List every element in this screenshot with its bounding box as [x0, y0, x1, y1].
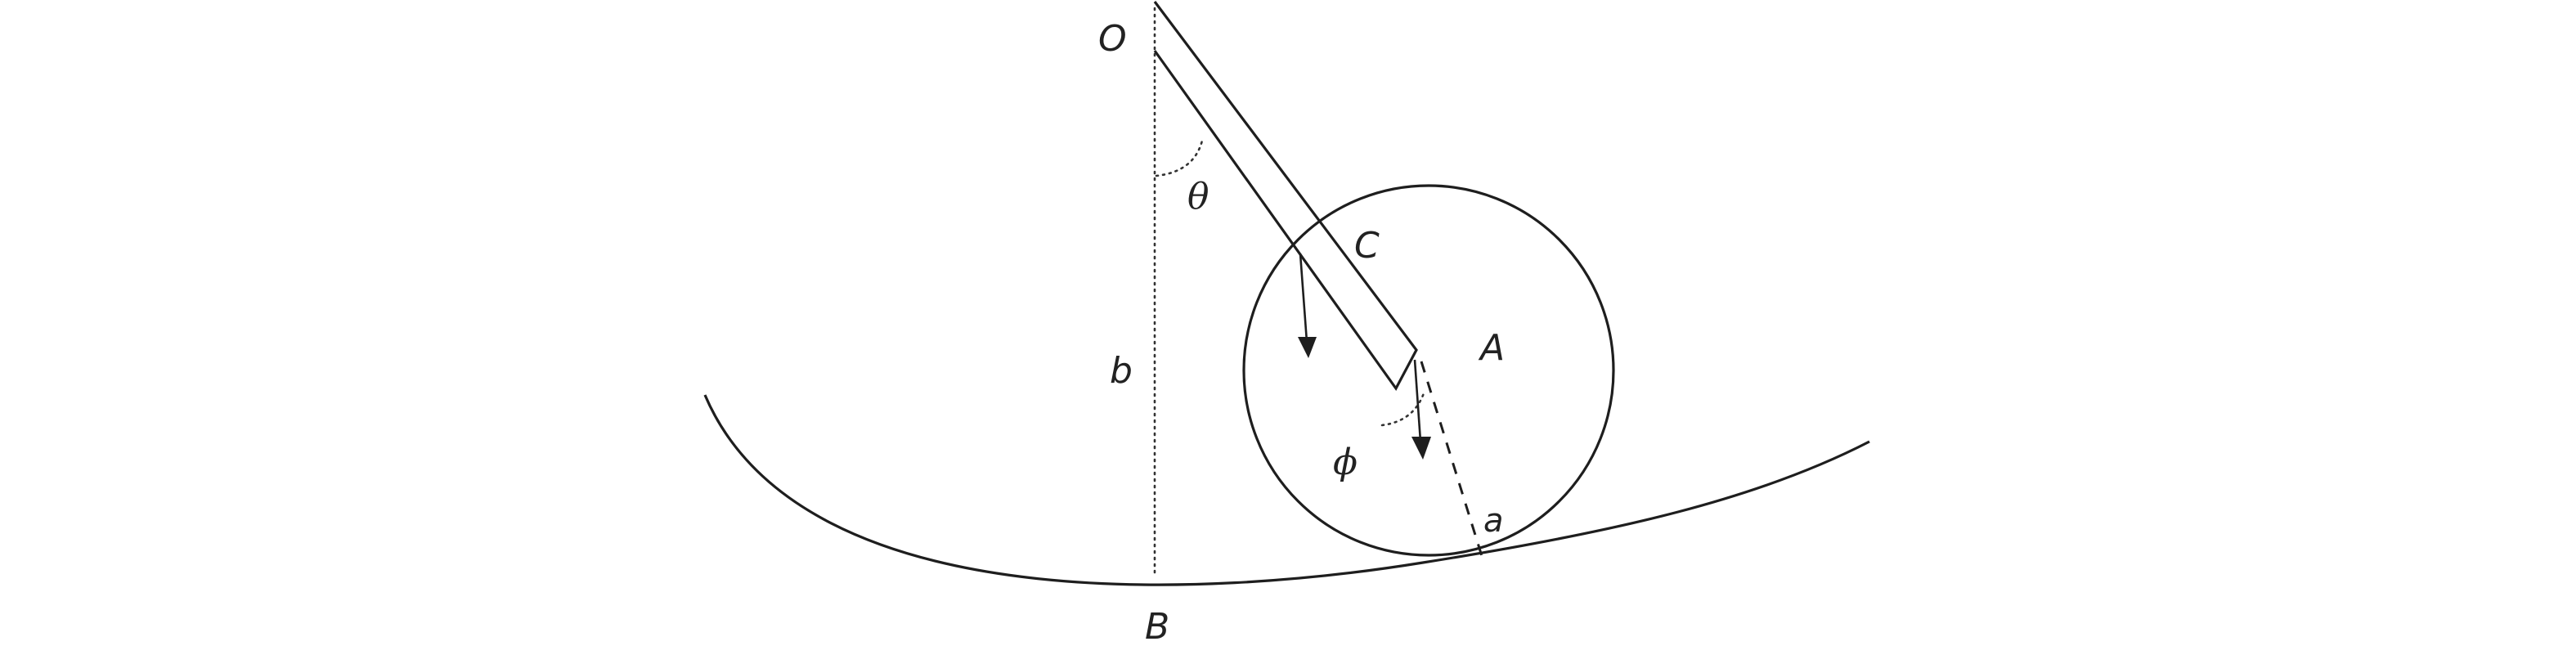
center-force-arrow-shaft	[1413, 359, 1422, 442]
theta-arc	[1155, 139, 1204, 177]
rod	[1153, 1, 1418, 392]
label-O: O	[1098, 18, 1127, 60]
curved-track	[703, 394, 1870, 586]
radius-dashed-line	[1420, 361, 1483, 557]
label-a: a	[1483, 502, 1504, 540]
label-b: b	[1110, 350, 1133, 392]
rod-force-arrow-shaft	[1299, 253, 1308, 343]
label-C: C	[1354, 225, 1380, 267]
wheel-disk	[1242, 184, 1615, 557]
rod-force-arrowhead	[1298, 337, 1317, 358]
phi-arc	[1380, 389, 1426, 427]
label-A: A	[1478, 327, 1505, 369]
label-phi: ϕ	[1333, 442, 1358, 483]
center-force-arrowhead	[1411, 437, 1431, 460]
label-theta: θ	[1187, 176, 1209, 218]
label-B: B	[1145, 606, 1169, 648]
